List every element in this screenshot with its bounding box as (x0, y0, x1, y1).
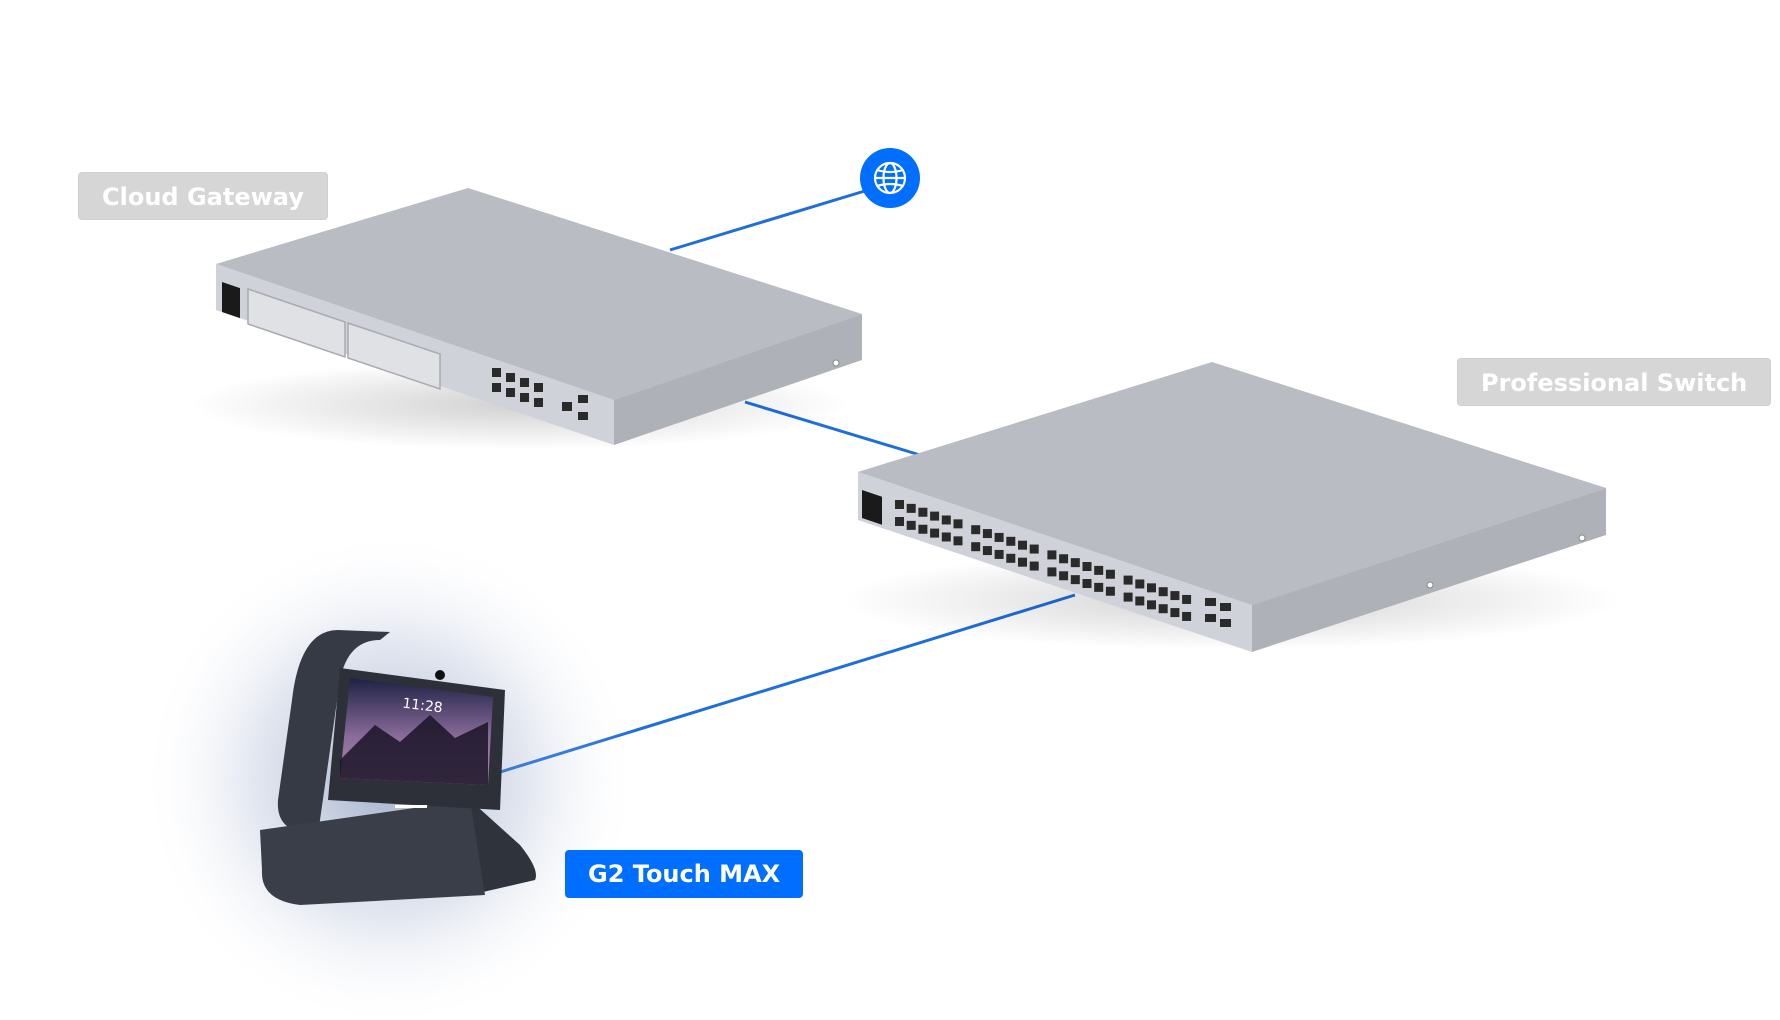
switch-port (982, 529, 992, 539)
switch-port (1059, 554, 1069, 564)
switch-port (1094, 582, 1104, 592)
phone-screen-time: 11:28 (401, 696, 443, 717)
switch-port (1059, 571, 1069, 581)
switch-port (906, 520, 916, 530)
switch-port (895, 500, 904, 509)
globe-icon (873, 161, 907, 195)
cloud-gateway-label: Cloud Gateway (78, 172, 328, 220)
switch-port (1082, 562, 1092, 572)
switch-port (1170, 591, 1180, 601)
switch-port (1123, 575, 1133, 585)
switch-port (1182, 611, 1192, 621)
switch-port (1029, 544, 1039, 554)
switch-port (941, 532, 951, 542)
switch-port (1170, 608, 1180, 618)
switch-port (994, 549, 1004, 559)
switch-port (953, 536, 963, 546)
switch-port (1147, 583, 1156, 593)
switch-port (1158, 587, 1168, 597)
switch-port (918, 507, 928, 517)
professional-switch-label: Professional Switch (1457, 358, 1772, 406)
switch-port (1105, 586, 1115, 596)
switch-port (1070, 575, 1080, 585)
switch-port-bank (895, 500, 1192, 621)
switch-port (930, 511, 940, 521)
switch-port (1135, 579, 1145, 589)
switch-port (895, 517, 904, 526)
switch-port (1105, 569, 1115, 579)
switch-port (1070, 558, 1080, 568)
switch-port (1047, 550, 1057, 560)
switch-port (941, 515, 951, 525)
switch-port (1029, 561, 1039, 571)
g2-touch-max-device[interactable]: 11:28 (140, 530, 640, 1020)
phone-handset (277, 630, 390, 834)
switch-port (1182, 594, 1192, 604)
switch-port (1018, 557, 1027, 567)
switch-port (1147, 600, 1156, 610)
switch-port (1158, 604, 1168, 614)
switch-port (918, 524, 928, 534)
switch-port (1135, 596, 1145, 606)
professional-switch-device[interactable] (840, 362, 1620, 652)
switch-port (1006, 553, 1016, 563)
cloud-gateway-device[interactable] (190, 188, 862, 450)
switch-port (1018, 540, 1027, 550)
switch-port (1047, 567, 1057, 577)
switch-port (982, 546, 992, 556)
switch-port (953, 519, 963, 529)
switch-port (1082, 579, 1092, 589)
switch-port (994, 532, 1004, 542)
switch-port (906, 503, 916, 513)
switch-port (930, 528, 940, 538)
internet-node[interactable] (860, 148, 920, 208)
g2-touch-max-label[interactable]: G2 Touch MAX (565, 850, 804, 898)
switch-port (971, 525, 981, 535)
switch-port (1123, 592, 1133, 602)
switch-port (971, 542, 981, 552)
link-internet-gateway (669, 188, 869, 252)
switch-port (1094, 565, 1104, 575)
switch-port (1006, 536, 1016, 546)
